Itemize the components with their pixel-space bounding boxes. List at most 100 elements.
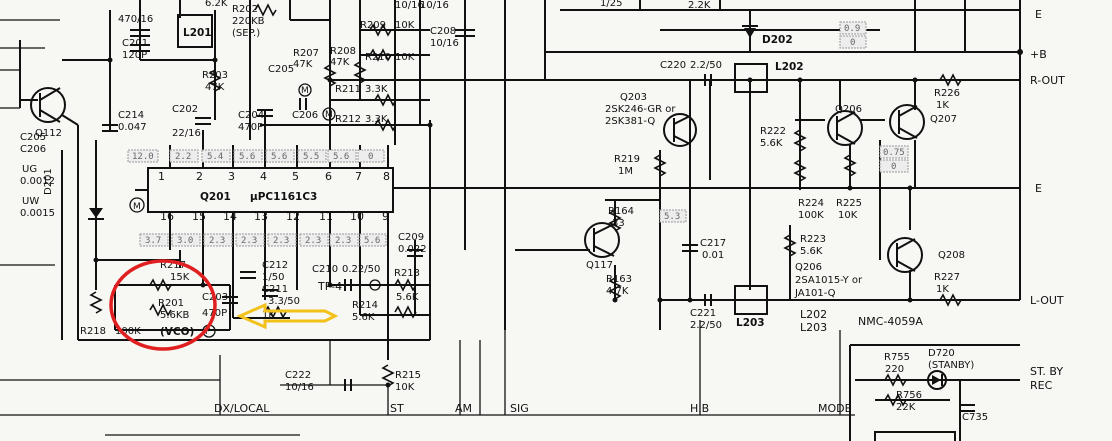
svg-text:ST. BY: ST. BY [1030,365,1063,378]
diode-d720 [927,370,947,390]
svg-text:R201: R201 [158,298,184,309]
ic-q201: 1 2 3 4 5 6 7 8 16 15 14 13 12 11 10 9 Q… [158,170,390,223]
svg-text:REC: REC [1030,379,1053,392]
svg-text:C206: C206 [292,110,318,121]
svg-text:L203: L203 [800,321,827,334]
svg-text:C206: C206 [20,144,46,155]
svg-text:5: 5 [292,170,299,183]
svg-text:14: 14 [223,210,237,223]
svg-text:L202: L202 [800,308,827,321]
svg-text:E: E [1035,8,1042,21]
svg-text:2.2/50: 2.2/50 [690,60,722,71]
svg-text:R218: R218 [80,326,106,337]
svg-text:5.6: 5.6 [333,152,349,162]
svg-text:R164: R164 [608,206,634,217]
svg-text:ST: ST [390,402,404,415]
svg-text:3: 3 [228,170,235,183]
svg-text:R755: R755 [884,352,910,363]
svg-text:R163: R163 [606,274,632,285]
net-labels: E +B R-OUT E L-OUT ST. BY REC DX/LOCAL S… [214,8,1065,415]
svg-text:+B: +B [1030,48,1047,61]
svg-text:D202: D202 [762,34,793,46]
svg-text:C220: C220 [660,60,686,71]
svg-text:0.9: 0.9 [844,24,860,34]
svg-text:L201: L201 [183,27,212,39]
svg-text:Q207: Q207 [930,114,957,125]
diode-d201 [88,208,104,220]
svg-text:1/50: 1/50 [262,272,284,283]
svg-text:22/16: 22/16 [172,128,201,139]
svg-text:0.0015: 0.0015 [20,208,55,219]
inductor-l201 [177,14,213,48]
svg-text:R214: R214 [352,300,378,311]
svg-text:12: 12 [286,210,300,223]
svg-text:R202: R202 [232,4,258,15]
svg-text:13: 13 [254,210,268,223]
svg-text:3.3/50: 3.3/50 [268,296,300,307]
svg-text:C222: C222 [285,370,311,381]
svg-text:120P: 120P [122,50,147,61]
svg-text:Q112: Q112 [35,128,62,139]
labels-lower: R217 15K R201 5.6KB (VCO) C203 470P P R2… [80,232,427,393]
voltage-boxes-right: 0.9 0 0.75 0 5.3 [659,21,909,223]
svg-text:0.0012: 0.0012 [20,176,55,187]
svg-text:μPC1161C3: μPC1161C3 [250,191,317,203]
labels-center: C205 C202 22/16 R207 47K R208 47K R209 1… [172,0,459,139]
svg-text:D720: D720 [928,348,955,359]
svg-text:2.3: 2.3 [305,236,321,246]
svg-text:5.6: 5.6 [239,152,255,162]
svg-text:C211: C211 [262,284,288,295]
svg-text:5.6: 5.6 [271,152,287,162]
svg-text:R225: R225 [836,198,862,209]
svg-text:220KB: 220KB [232,16,265,27]
svg-text:10/16: 10/16 [420,0,449,11]
wiring [0,0,1021,441]
svg-text:C214: C214 [118,110,144,121]
svg-text:R224: R224 [798,198,824,209]
svg-text:C210: C210 [312,264,338,275]
svg-text:R209: R209 [360,20,386,31]
svg-text:10K: 10K [838,210,858,221]
svg-text:R210: R210 [365,52,391,63]
labels-left: 470/16 6.2K L201 R202 220KB (SEP.) C201 … [20,0,265,219]
svg-text:M: M [301,86,309,96]
svg-text:UG: UG [22,164,37,175]
voltage-boxes-top: 12.0 2.2 5.4 5.6 5.6 5.5 5.6 0 [127,149,385,163]
svg-text:5.6K: 5.6K [800,246,823,257]
svg-text:10/16: 10/16 [430,38,459,49]
svg-text:10K: 10K [395,20,415,31]
transistor-q207 [889,104,925,140]
svg-text:L203: L203 [736,317,765,329]
svg-text:L-OUT: L-OUT [1030,294,1064,307]
voltage-boxes-bottom: 3.7 3.0 2.3 2.3 2.3 2.3 2.3 5.6 [139,233,387,247]
svg-text:DX/LOCAL: DX/LOCAL [214,402,270,415]
svg-text:33: 33 [612,218,625,229]
svg-text:3.0: 3.0 [177,236,193,246]
svg-text:1: 1 [158,170,165,183]
svg-text:JA101-Q: JA101-Q [794,288,836,299]
svg-text:1K: 1K [262,310,275,321]
meter-markers: M M M [129,83,336,213]
svg-text:L202: L202 [775,61,804,73]
svg-text:R212: R212 [335,114,361,125]
annotation-marks [109,259,339,351]
svg-text:E: E [1035,182,1042,195]
svg-text:2SA1015-Y or: 2SA1015-Y or [795,275,863,286]
svg-text:R-OUT: R-OUT [1030,74,1065,87]
inductor-l203 [734,285,768,315]
svg-text:R756: R756 [896,390,922,401]
svg-text:R215: R215 [395,370,421,381]
svg-text:H.B: H.B [690,402,709,415]
svg-text:15: 15 [192,210,206,223]
svg-text:R226: R226 [934,88,960,99]
svg-text:10K: 10K [395,382,415,393]
labels-right: C220 2.2/50 L202 D202 2.2K 1/25 Q203 2SK… [586,0,988,423]
svg-text:C205: C205 [20,132,46,143]
svg-text:C221: C221 [690,308,716,319]
svg-text:R208: R208 [330,46,356,57]
svg-text:6: 6 [325,170,332,183]
svg-text:11: 11 [319,210,333,223]
svg-text:R222: R222 [760,126,786,137]
